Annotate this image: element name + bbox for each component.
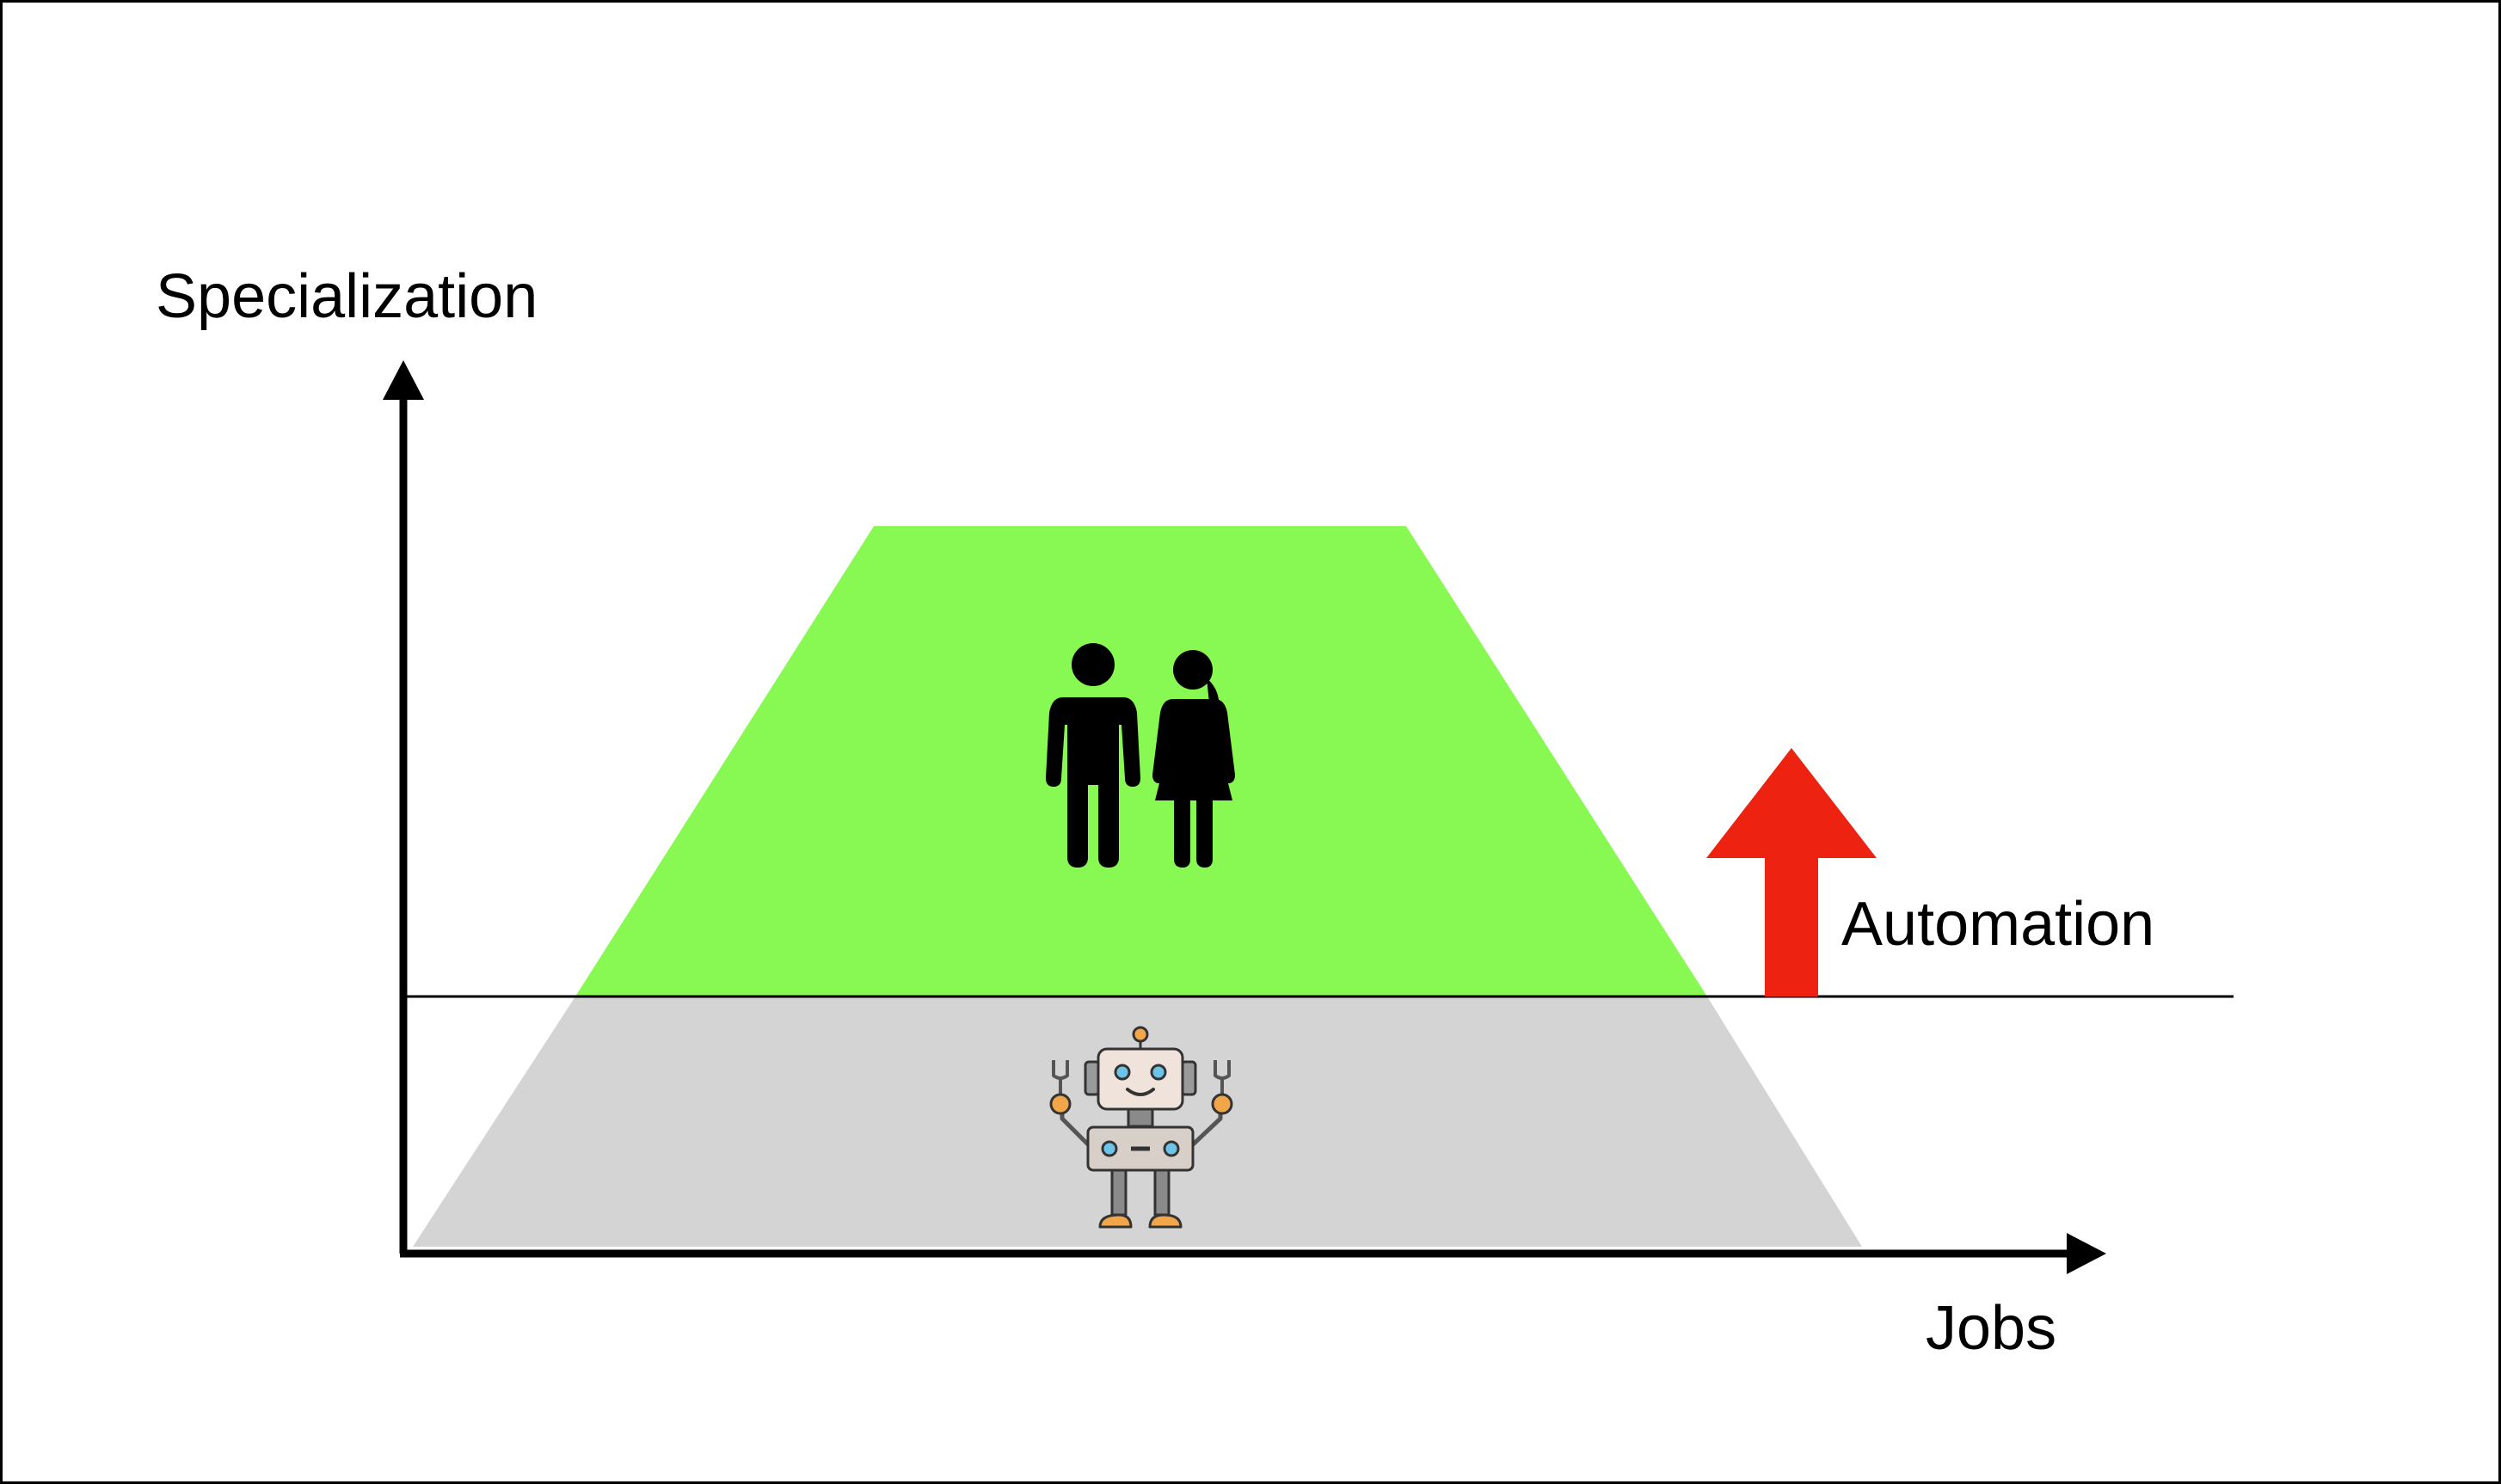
y-axis-arrowhead <box>383 360 424 400</box>
y-axis-label: Specialization <box>156 262 538 331</box>
automation-label: Automation <box>1841 890 2155 959</box>
human-zone <box>575 526 1707 996</box>
x-axis-label: Jobs <box>1926 1294 2057 1363</box>
automation-arrow-icon <box>1706 748 1877 996</box>
robot-icon <box>1049 1026 1233 1229</box>
x-axis-arrowhead <box>2067 1233 2106 1274</box>
man-and-woman-icon <box>1046 643 1235 868</box>
specialization-jobs-diagram <box>383 360 2234 1274</box>
